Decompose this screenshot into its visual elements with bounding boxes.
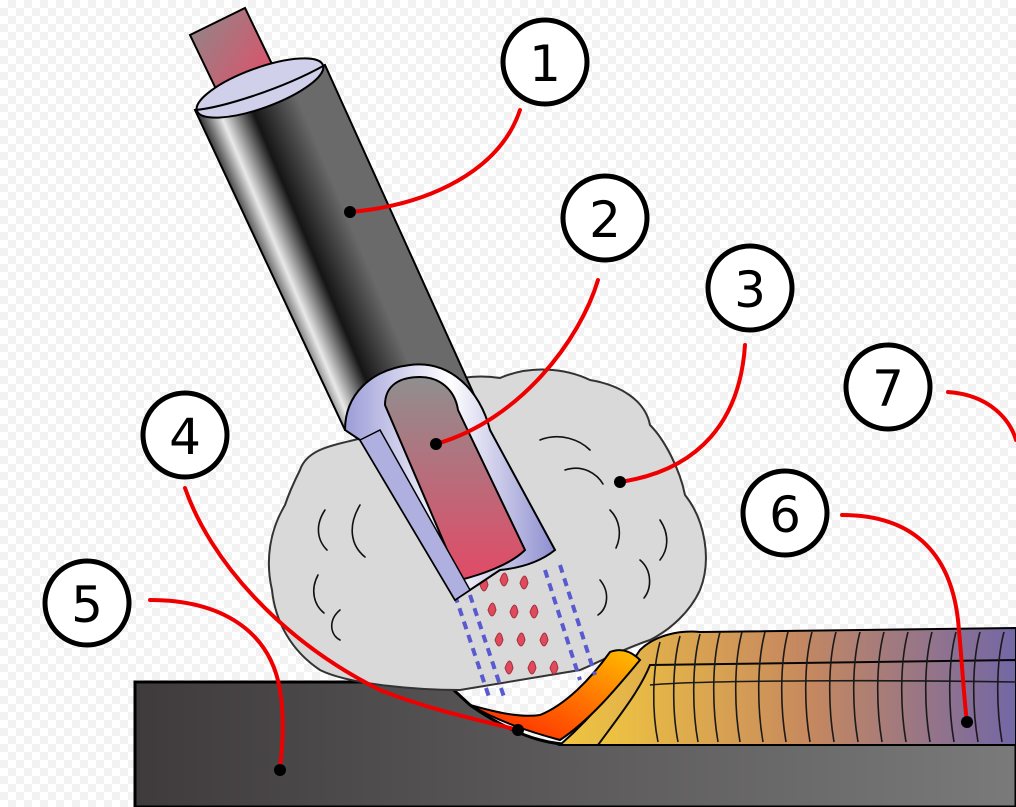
callout-3: 3 — [705, 243, 795, 333]
leader-dots — [274, 206, 973, 776]
shield-gas-flow — [453, 564, 597, 701]
callout-label-1: 1 — [529, 35, 561, 93]
leader-dot-6 — [961, 716, 973, 728]
callout-5: 5 — [42, 558, 132, 648]
callout-label-3: 3 — [734, 261, 766, 319]
callout-1: 1 — [500, 17, 590, 107]
callout-label-5: 5 — [71, 576, 103, 634]
weld-bead — [557, 626, 1016, 746]
leader-lines — [148, 108, 1016, 772]
callout-label-6: 6 — [769, 486, 801, 544]
leader-line-2 — [434, 278, 600, 446]
leader-line-1 — [348, 108, 522, 214]
callout-label-7: 7 — [872, 360, 904, 418]
leader-line-3 — [618, 343, 747, 484]
leader-dot-4 — [512, 724, 524, 736]
electrode — [188, 6, 557, 602]
callout-label-2: 2 — [589, 191, 621, 249]
leader-dot-5 — [274, 764, 286, 776]
leader-dot-2 — [430, 438, 442, 450]
leader-line-4 — [183, 486, 520, 732]
leader-line-7 — [946, 390, 1016, 442]
callout-6: 6 — [740, 468, 830, 558]
leader-dot-3 — [614, 476, 626, 488]
callout-4: 4 — [140, 390, 230, 480]
callout-2: 2 — [560, 173, 650, 263]
molten-pool — [469, 649, 642, 742]
leader-dot-1 — [344, 206, 356, 218]
callout-label-4: 4 — [169, 408, 201, 466]
metal-droplets — [479, 572, 559, 675]
leader-line-6 — [840, 513, 969, 724]
callout-7: 7 — [843, 342, 933, 432]
leader-line-5 — [148, 598, 285, 772]
